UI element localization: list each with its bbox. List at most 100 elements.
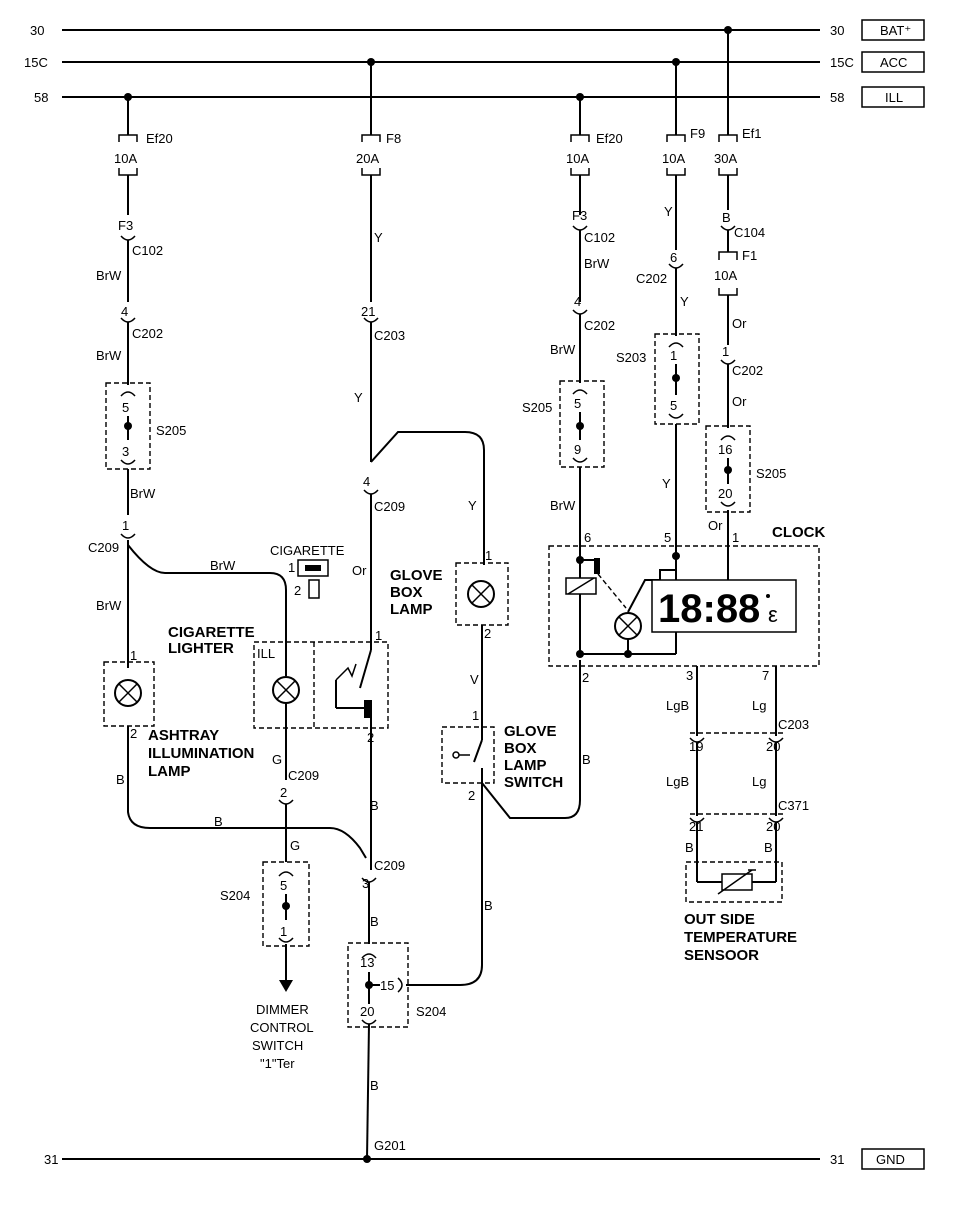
pin-16: 16 — [718, 442, 732, 457]
splice-s204-label: S204 — [220, 888, 250, 903]
ill-tag: ILL — [885, 90, 903, 105]
acc-tag: ACC — [880, 55, 907, 70]
wire-y: Y — [374, 230, 383, 245]
pin-2: 2 — [294, 583, 301, 598]
pin-5: 5 — [574, 396, 581, 411]
splice-s205-right-box — [559, 380, 605, 468]
degree-dot — [766, 594, 770, 598]
branch-ashtray: Ef20 10A F3 C102 BrW 4 C202 BrW 5 3 S205… — [88, 97, 367, 859]
ashtray-label-3: LAMP — [148, 763, 191, 780]
splice-s204-label: S204 — [416, 1004, 446, 1019]
conn-c209: C209 — [88, 540, 119, 555]
fuse-ef20-left-name: Ef20 — [146, 131, 173, 146]
rail-15c: 15C 15C ACC — [24, 51, 925, 73]
wire-y: Y — [680, 294, 689, 309]
wire-brw: BrW — [96, 598, 122, 613]
conn-c104: C104 — [734, 225, 765, 240]
conn-c102: C102 — [584, 230, 615, 245]
pin-3: 3 — [362, 876, 369, 891]
temp-sensor-box — [685, 861, 783, 903]
pin-9: 9 — [574, 442, 581, 457]
temp-sensor-label-3: SENSOOR — [684, 947, 759, 964]
pin-20: 20 — [766, 819, 780, 834]
wire-brw: BrW — [210, 558, 236, 573]
pin-2: 2 — [130, 726, 137, 741]
conn-c209: C209 — [374, 858, 405, 873]
clock-display-text: 18:88 — [658, 587, 760, 631]
wire-brw: BrW — [584, 256, 610, 271]
wire-brw: BrW — [96, 348, 122, 363]
rail-58-left-label: 58 — [34, 90, 48, 105]
wire-lgb: LgB — [666, 698, 689, 713]
conn-c209: C209 — [288, 768, 319, 783]
fuse-f1-name: F1 — [742, 248, 757, 263]
dimmer-label-4: "1"Ter — [260, 1056, 295, 1071]
glove-box-lamp-label-3: LAMP — [390, 601, 433, 618]
wire-or: Or — [732, 316, 747, 331]
lighter-element-icon — [335, 663, 357, 681]
ill-label: ILL — [257, 646, 275, 661]
wire-b: B — [764, 840, 773, 855]
cigarette-small-label: CIGARETTE — [270, 543, 345, 558]
temp-sensor-branch: LgB Lg C203 19 20 LgB Lg C371 21 20 B B … — [666, 666, 809, 964]
clock-box — [548, 545, 820, 667]
fuse-ef1-name: Ef1 — [742, 126, 762, 141]
rail-30-left-label: 30 — [30, 23, 44, 38]
pin-5: 5 — [280, 878, 287, 893]
pin-5: 5 — [670, 398, 677, 413]
cigarette-symbol-base — [308, 579, 320, 599]
pin-2: 2 — [468, 788, 475, 803]
bat-tag: BAT⁺ — [880, 23, 911, 38]
wire-b: B — [214, 814, 223, 829]
fuse-ef20-left-rating: 10A — [114, 151, 137, 166]
branch-ef20-right: Ef20 10A F3 C102 BrW 4 C202 BrW 5 9 S205… — [522, 97, 623, 548]
clock-label: CLOCK — [772, 524, 825, 541]
pin-1: 1 — [732, 530, 739, 545]
wire-b: B — [370, 1078, 379, 1093]
splice-s205-label: S205 — [522, 400, 552, 415]
dimmer-label-1: DIMMER — [256, 1002, 309, 1017]
pin-6: 6 — [670, 250, 677, 265]
wire-brw: BrW — [550, 342, 576, 357]
branch-f9: F9 10A Y 6 C202 Y S203 1 5 Y — [616, 62, 705, 548]
fuse-f8-rating: 20A — [356, 151, 379, 166]
pin-1: 1 — [288, 560, 295, 575]
bat-tag-box — [861, 19, 925, 41]
dimmer-label-2: CONTROL — [250, 1020, 314, 1035]
ashtray-label-2: ILLUMINATION — [148, 745, 254, 762]
glove-box-switch-label-1: GLOVE — [504, 723, 557, 740]
fuse-f9-name: F9 — [690, 126, 705, 141]
pin-1: 1 — [130, 648, 137, 663]
rail-15c-left-label: 15C — [24, 55, 48, 70]
wire-lgb: LgB — [666, 774, 689, 789]
cigarette-lighter-label-2: LIGHTER — [168, 640, 234, 657]
pin-2: 2 — [484, 626, 491, 641]
wire-v: V — [470, 672, 479, 687]
pin-f3: F3 — [572, 208, 587, 223]
pin-2: 2 — [280, 785, 287, 800]
conn-c202: C202 — [732, 363, 763, 378]
fuse-ef20-right-name: Ef20 — [596, 131, 623, 146]
pin-b: B — [722, 210, 731, 225]
clock-module: CLOCK 6 5 1 18:88 ε 3 7 2 — [548, 524, 825, 685]
wire-y: Y — [468, 498, 477, 513]
fuse-ef20-right-rating: 10A — [566, 151, 589, 166]
switch-contact-icon — [452, 751, 460, 759]
rail-58-right-label: 58 — [830, 90, 844, 105]
cigarette-lighter: CIGARETTE LIGHTER ILL G C209 2 G 1 2 CIG… — [168, 543, 389, 862]
wire-or: Or — [732, 394, 747, 409]
wire-y: Y — [664, 204, 673, 219]
wire-lg: Lg — [752, 774, 766, 789]
wire-or: Or — [708, 518, 723, 533]
branch-ef1: Ef1 30A B C104 F1 10A Or 1 C202 Or 16 20… — [705, 30, 786, 580]
pin-20: 20 — [360, 1004, 374, 1019]
pin-20: 20 — [766, 739, 780, 754]
rail-58: 58 58 ILL — [34, 86, 925, 108]
conn-c203: C203 — [374, 328, 405, 343]
splice-s205-label: S205 — [756, 466, 786, 481]
pin-5: 5 — [664, 530, 671, 545]
ashtray-label-1: ASHTRAY — [148, 727, 219, 744]
conn-c202: C202 — [584, 318, 615, 333]
clock-node — [576, 650, 584, 658]
